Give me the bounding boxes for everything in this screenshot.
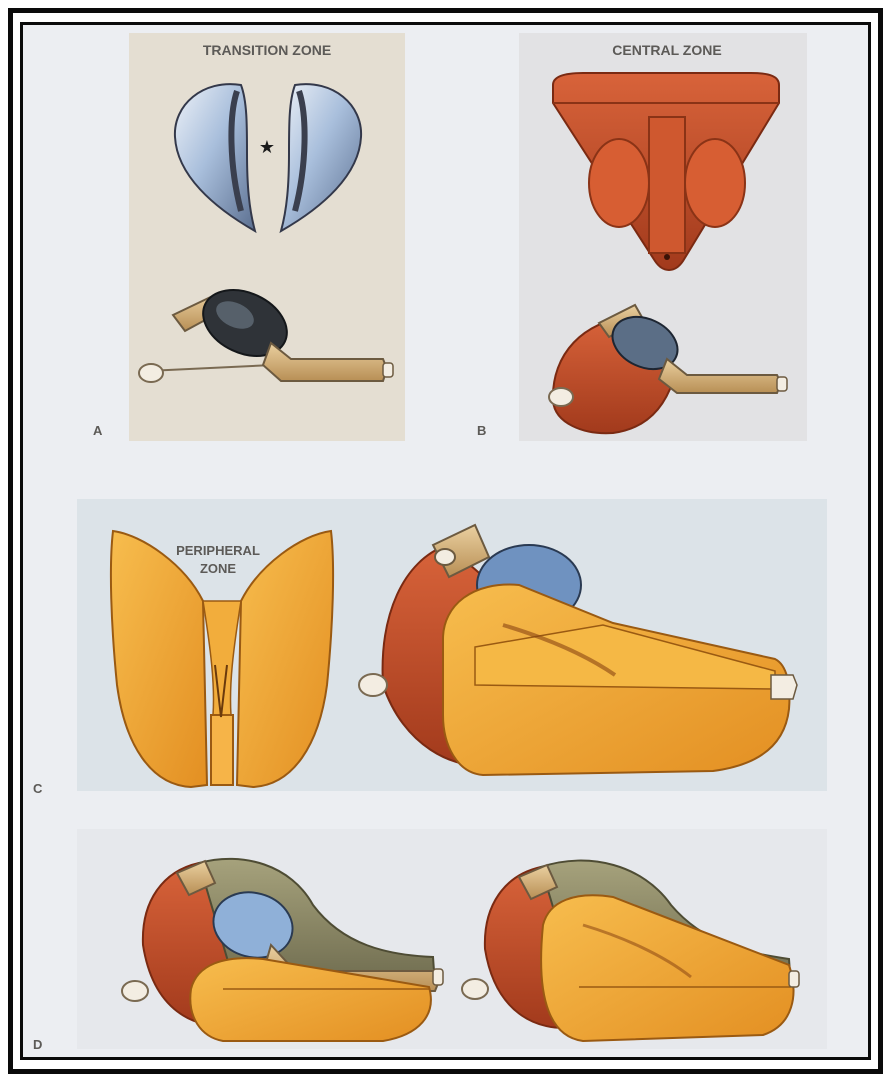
transition-zone-title: TRANSITION ZONE	[203, 42, 331, 58]
panel-d-letter: D	[33, 1037, 42, 1052]
panel-d: D	[33, 829, 827, 1052]
peripheral-zone-title-line1: PERIPHERAL	[176, 543, 260, 558]
panel-c-letter: C	[33, 781, 43, 796]
central-zone-title: CENTRAL ZONE	[612, 42, 721, 58]
panel-a-letter: A	[93, 423, 103, 438]
central-zone-right-lobe	[685, 139, 745, 227]
central-zone-midline	[649, 117, 685, 253]
panel-b-letter: B	[477, 423, 486, 438]
verumontanum	[139, 364, 163, 382]
peripheral-zone-title-line2: ZONE	[200, 561, 236, 576]
panel-c: PERIPHERAL ZONE C	[33, 499, 827, 796]
panel-a: TRANSITION ZONE ★ A	[93, 33, 405, 441]
panel-b: CENTRAL ZONE B	[477, 33, 807, 441]
central-zone-left-lobe	[589, 139, 649, 227]
figure-frame: TRANSITION ZONE ★ A CENTRAL ZONE	[20, 22, 871, 1060]
peripheral-zone-urethra	[211, 715, 233, 785]
prostate-zones-figure: TRANSITION ZONE ★ A CENTRAL ZONE	[23, 25, 868, 1057]
star-icon: ★	[259, 137, 275, 157]
